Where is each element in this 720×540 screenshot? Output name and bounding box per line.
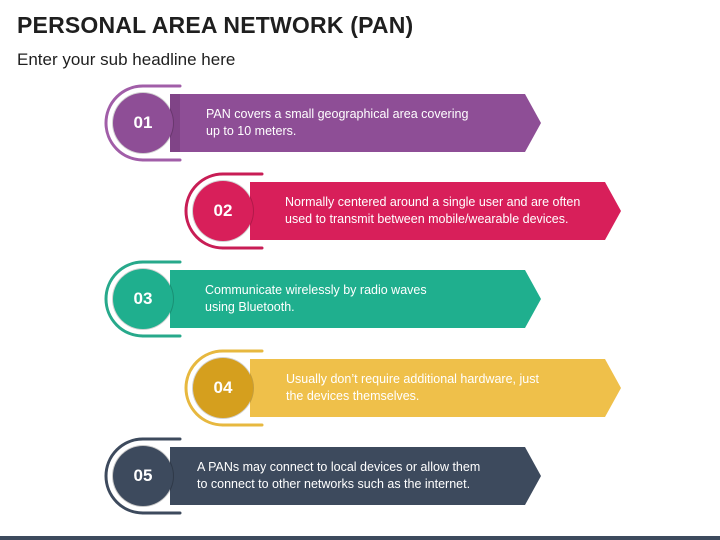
item-number: 04 [213,378,233,397]
ring-arc [184,172,225,250]
number-circle [113,446,173,506]
item-row-05: 05 A PANs may connect to local devices o… [0,432,720,522]
item-number: 03 [133,289,153,308]
item-graphic-03 [104,260,541,338]
item-text-line1: PAN covers a small geographical area cov… [206,107,469,121]
footer-bar [0,536,720,540]
item-text-line2: the devices themselves. [286,389,420,403]
arrow-banner [250,359,621,417]
ring-arc [104,84,145,162]
item-text-line2: to connect to other networks such as the… [197,477,471,491]
item-text-line2: used to transmit between mobile/wearable… [285,212,569,226]
item-row-03: 03 Communicate wirelessly by radio waves… [0,255,720,345]
item-graphic-01 [104,84,541,162]
item-number: 02 [213,201,233,220]
item-text-line1: Communicate wirelessly by radio waves [205,283,427,297]
item-graphic-05 [104,437,541,515]
item-row-01: 01 PAN covers a small geographical area … [0,79,720,169]
item-graphic-04 [184,349,621,427]
ring-arc [104,437,145,515]
item-number: 05 [133,466,153,485]
item-text-line2: using Bluetooth. [205,300,295,314]
item-text: PAN covers a small geographical area cov… [206,106,468,140]
ring-arc [104,260,145,338]
banner-fold [170,94,180,152]
slide-subtitle: Enter your sub headline here [17,50,236,69]
item-text-line1: Normally centered around a single user a… [285,195,581,209]
number-circle [113,93,173,153]
arrow-banner [170,270,541,328]
ring-arc [184,349,225,427]
item-number: 01 [133,113,153,132]
arrow-banner [170,447,541,505]
number-circle [113,269,173,329]
item-text: Communicate wirelessly by radio waves us… [205,282,427,316]
item-text: Usually don’t require additional hardwar… [286,371,539,405]
item-graphic-02 [184,172,621,250]
item-text: Normally centered around a single user a… [285,194,580,228]
arrow-banner [250,182,621,240]
item-row-04: 04 Usually don’t require additional hard… [0,344,720,434]
item-row-02: 02 Normally centered around a single use… [0,166,720,256]
item-text-line2: up to 10 meters. [206,124,297,138]
number-circle [193,358,253,418]
item-text-line1: Usually don’t require additional hardwar… [286,372,539,386]
item-text-line1: A PANs may connect to local devices or a… [197,460,481,474]
number-circle [193,181,253,241]
item-text: A PANs may connect to local devices or a… [197,459,480,493]
slide-title: PERSONAL AREA NETWORK (PAN) [17,12,414,38]
arrow-banner [170,94,541,152]
